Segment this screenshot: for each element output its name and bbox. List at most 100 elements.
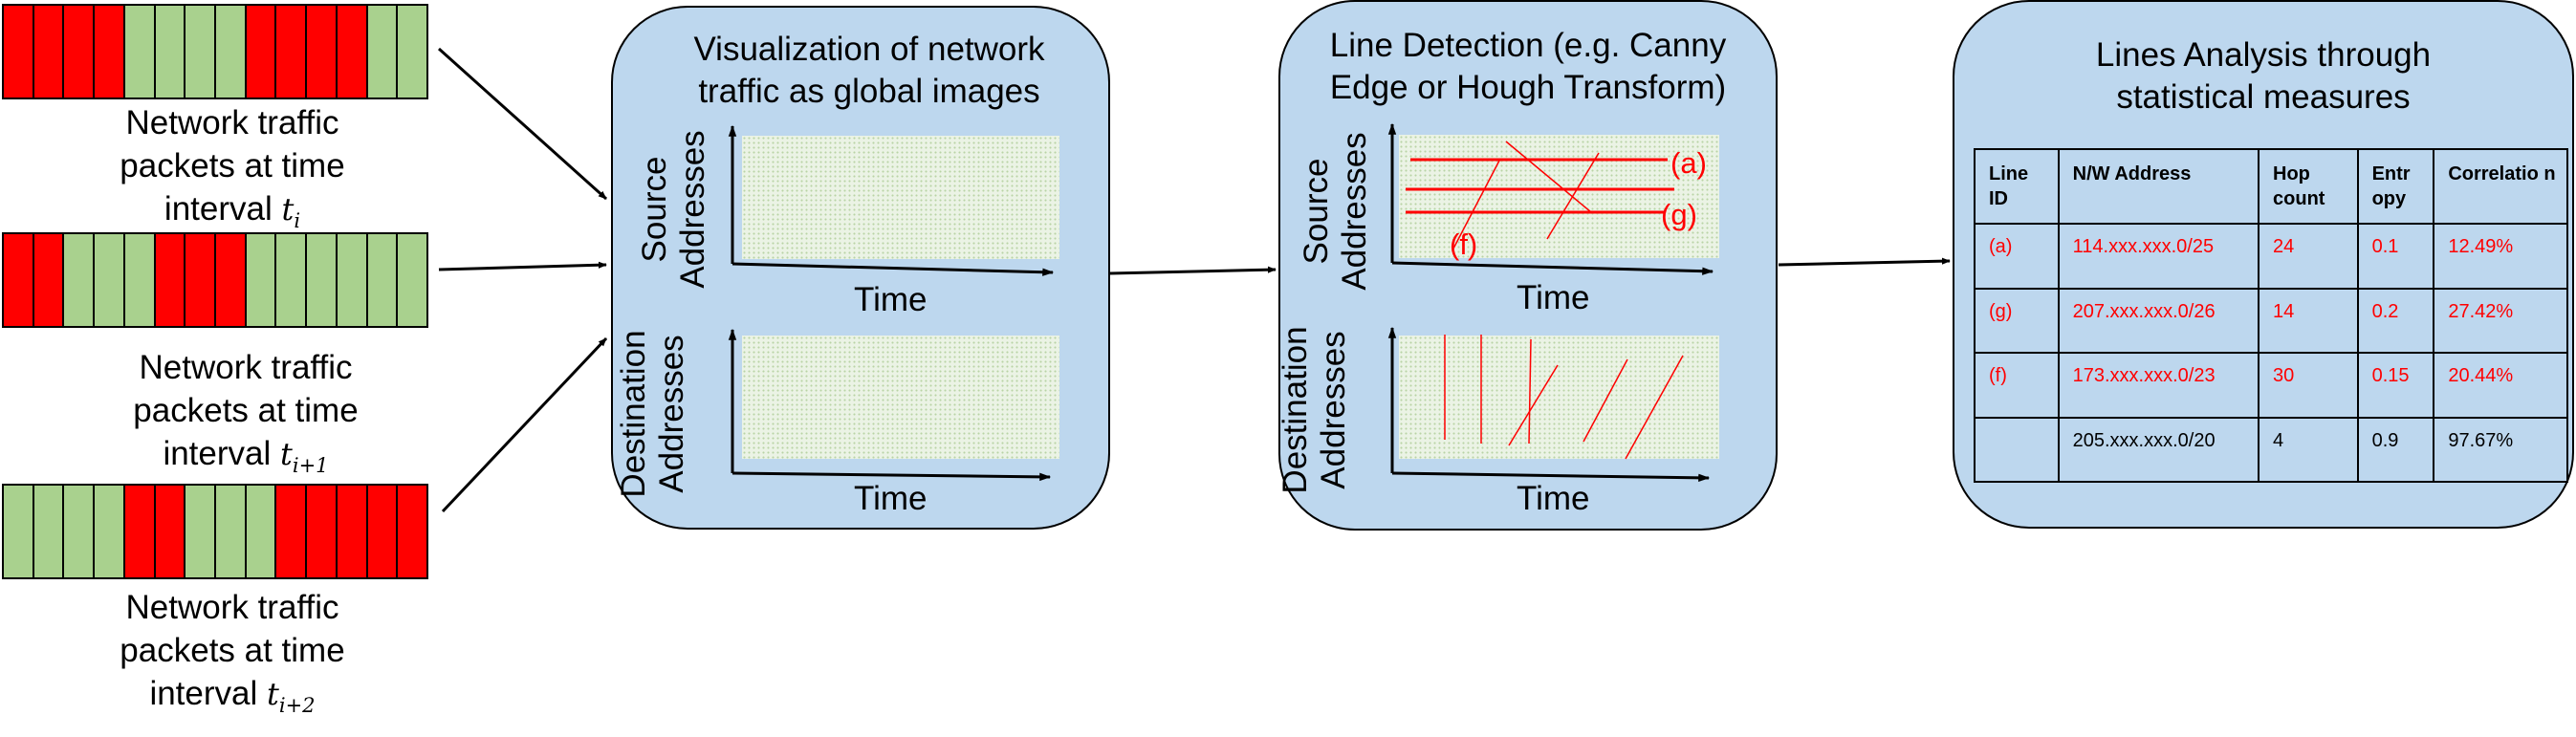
packet-cell-red <box>186 234 217 326</box>
cell-correlation: 27.42% <box>2433 287 2568 354</box>
title-line: Edge or Hough Transform) <box>1329 69 1727 106</box>
packet-strip-2 <box>2 232 428 328</box>
caption-line: Network traffic <box>139 349 353 386</box>
header-entropy: Entr opy <box>2356 148 2435 225</box>
packet-cell-red <box>33 234 65 326</box>
stage2-to-stage3-arrow <box>1778 257 1951 267</box>
packet-cell-red <box>216 234 247 326</box>
header-correlation: Correlatio n <box>2433 148 2568 225</box>
packet-cell-green <box>124 234 156 326</box>
cell-hop-count: 30 <box>2258 352 2359 419</box>
table-row: (g) 207.xxx.xxx.0/26 14 0.2 27.42% <box>1974 287 2568 354</box>
destination-address-plot <box>742 336 1059 459</box>
packet-cell-red <box>155 486 186 577</box>
packet-caption-2: Network traffic packets at time interval… <box>74 346 418 488</box>
packet-strip-3 <box>2 484 428 579</box>
label-line: Destination <box>615 330 652 498</box>
packet-cell-green <box>64 234 96 326</box>
cell-hop-count: 24 <box>2258 223 2359 290</box>
input-arrow-3 <box>441 336 608 513</box>
packet-strip-1 <box>2 4 428 99</box>
destination-addresses-axis-label: Destination Addresses <box>615 318 691 509</box>
time-axis-label: Time <box>854 480 928 517</box>
visualization-stage-title: Visualization of network traffic as glob… <box>654 29 1084 113</box>
source-address-plot <box>742 136 1059 259</box>
packet-cell-green <box>246 234 277 326</box>
packet-cell-green <box>216 486 247 577</box>
label-line: Addresses <box>674 130 711 289</box>
cell-nw-address: 173.xxx.xxx.0/23 <box>2057 352 2260 419</box>
label-line: Destination <box>1277 326 1314 494</box>
cell-line-id: (f) <box>1974 352 2060 419</box>
packet-cell-red <box>124 486 156 577</box>
time-axis-label: Time <box>1517 480 1590 517</box>
cell-nw-address: 114.xxx.xxx.0/25 <box>2057 223 2260 290</box>
title-line: traffic as global images <box>698 73 1040 110</box>
destination-addresses-axis-label: Destination Addresses <box>1277 314 1353 506</box>
time-variable: t <box>281 191 295 228</box>
source-addresses-axis-label: Source Addresses <box>1298 111 1374 312</box>
source-addresses-axis-label: Source Addresses <box>636 109 712 310</box>
cell-correlation: 12.49% <box>2433 223 2568 290</box>
cell-nw-address: 207.xxx.xxx.0/26 <box>2057 287 2260 354</box>
packet-cell-red <box>276 6 308 98</box>
cell-correlation: 20.44% <box>2433 352 2568 419</box>
header-line-id: Line ID <box>1974 148 2060 225</box>
packet-cell-green <box>398 234 427 326</box>
packet-cell-red <box>64 6 96 98</box>
packet-cell-green <box>246 486 277 577</box>
cell-line-id: (g) <box>1974 287 2060 354</box>
packet-cell-red <box>95 6 125 98</box>
packet-cell-green <box>337 234 368 326</box>
caption-line: interval <box>149 675 258 712</box>
caption-line: interval <box>164 190 273 228</box>
detected-source-plot <box>1399 135 1719 258</box>
packet-cell-red <box>307 486 338 577</box>
line-analysis-table: Line ID N/W Address Hop count Entr opy C… <box>1974 148 2568 483</box>
packet-cell-green <box>186 486 217 577</box>
packet-cell-green <box>64 486 96 577</box>
packet-cell-green <box>95 234 125 326</box>
table-row: (f) 173.xxx.xxx.0/23 30 0.15 20.44% <box>1974 352 2568 419</box>
time-subscript: i+1 <box>292 454 329 477</box>
stage1-to-stage2-arrow <box>1109 266 1277 275</box>
packet-cell-green <box>367 6 399 98</box>
caption-line: packets at time <box>133 392 359 429</box>
packet-cell-green <box>155 6 186 98</box>
packet-cell-green <box>307 234 338 326</box>
packet-cell-green <box>95 486 125 577</box>
label-line: Source <box>636 156 673 263</box>
lines-analysis-stage-title: Lines Analysis through statistical measu… <box>2010 34 2517 119</box>
table-row: 205.xxx.xxx.0/20 4 0.9 97.67% <box>1974 416 2568 483</box>
cell-nw-address: 205.xxx.xxx.0/20 <box>2057 416 2260 483</box>
title-line: Visualization of network <box>693 31 1045 68</box>
packet-cell-red <box>337 6 368 98</box>
line-detection-stage-title: Line Detection (e.g. Canny Edge or Hough… <box>1281 25 1775 109</box>
packet-cell-green <box>33 486 65 577</box>
time-variable: t <box>267 676 279 712</box>
cell-line-id: (a) <box>1974 223 2060 290</box>
time-subscript: i+2 <box>278 694 316 717</box>
header-hop-count: Hop count <box>2258 148 2359 225</box>
caption-line: Network traffic <box>125 589 339 626</box>
label-line: Source <box>1298 158 1335 265</box>
title-line: Lines Analysis through <box>2095 36 2432 74</box>
packet-cell-red <box>276 486 308 577</box>
label-line: Addresses <box>1315 331 1352 489</box>
time-variable: t <box>280 436 293 472</box>
header-nw-address: N/W Address <box>2057 148 2260 225</box>
packet-cell-green <box>398 6 427 98</box>
cell-entropy: 0.1 <box>2356 223 2435 290</box>
detected-destination-plot <box>1399 336 1719 459</box>
packet-cell-red <box>398 486 427 577</box>
packet-caption-3: Network traffic packets at time interval… <box>60 586 404 727</box>
packet-cell-green <box>4 486 34 577</box>
packet-cell-green <box>367 234 399 326</box>
input-arrow-1 <box>437 47 608 201</box>
packet-cell-red <box>307 6 338 98</box>
caption-line: packets at time <box>120 147 345 184</box>
caption-line: interval <box>163 435 272 472</box>
packet-cell-green <box>216 6 247 98</box>
packet-cell-red <box>33 6 65 98</box>
packet-cell-green <box>124 6 156 98</box>
